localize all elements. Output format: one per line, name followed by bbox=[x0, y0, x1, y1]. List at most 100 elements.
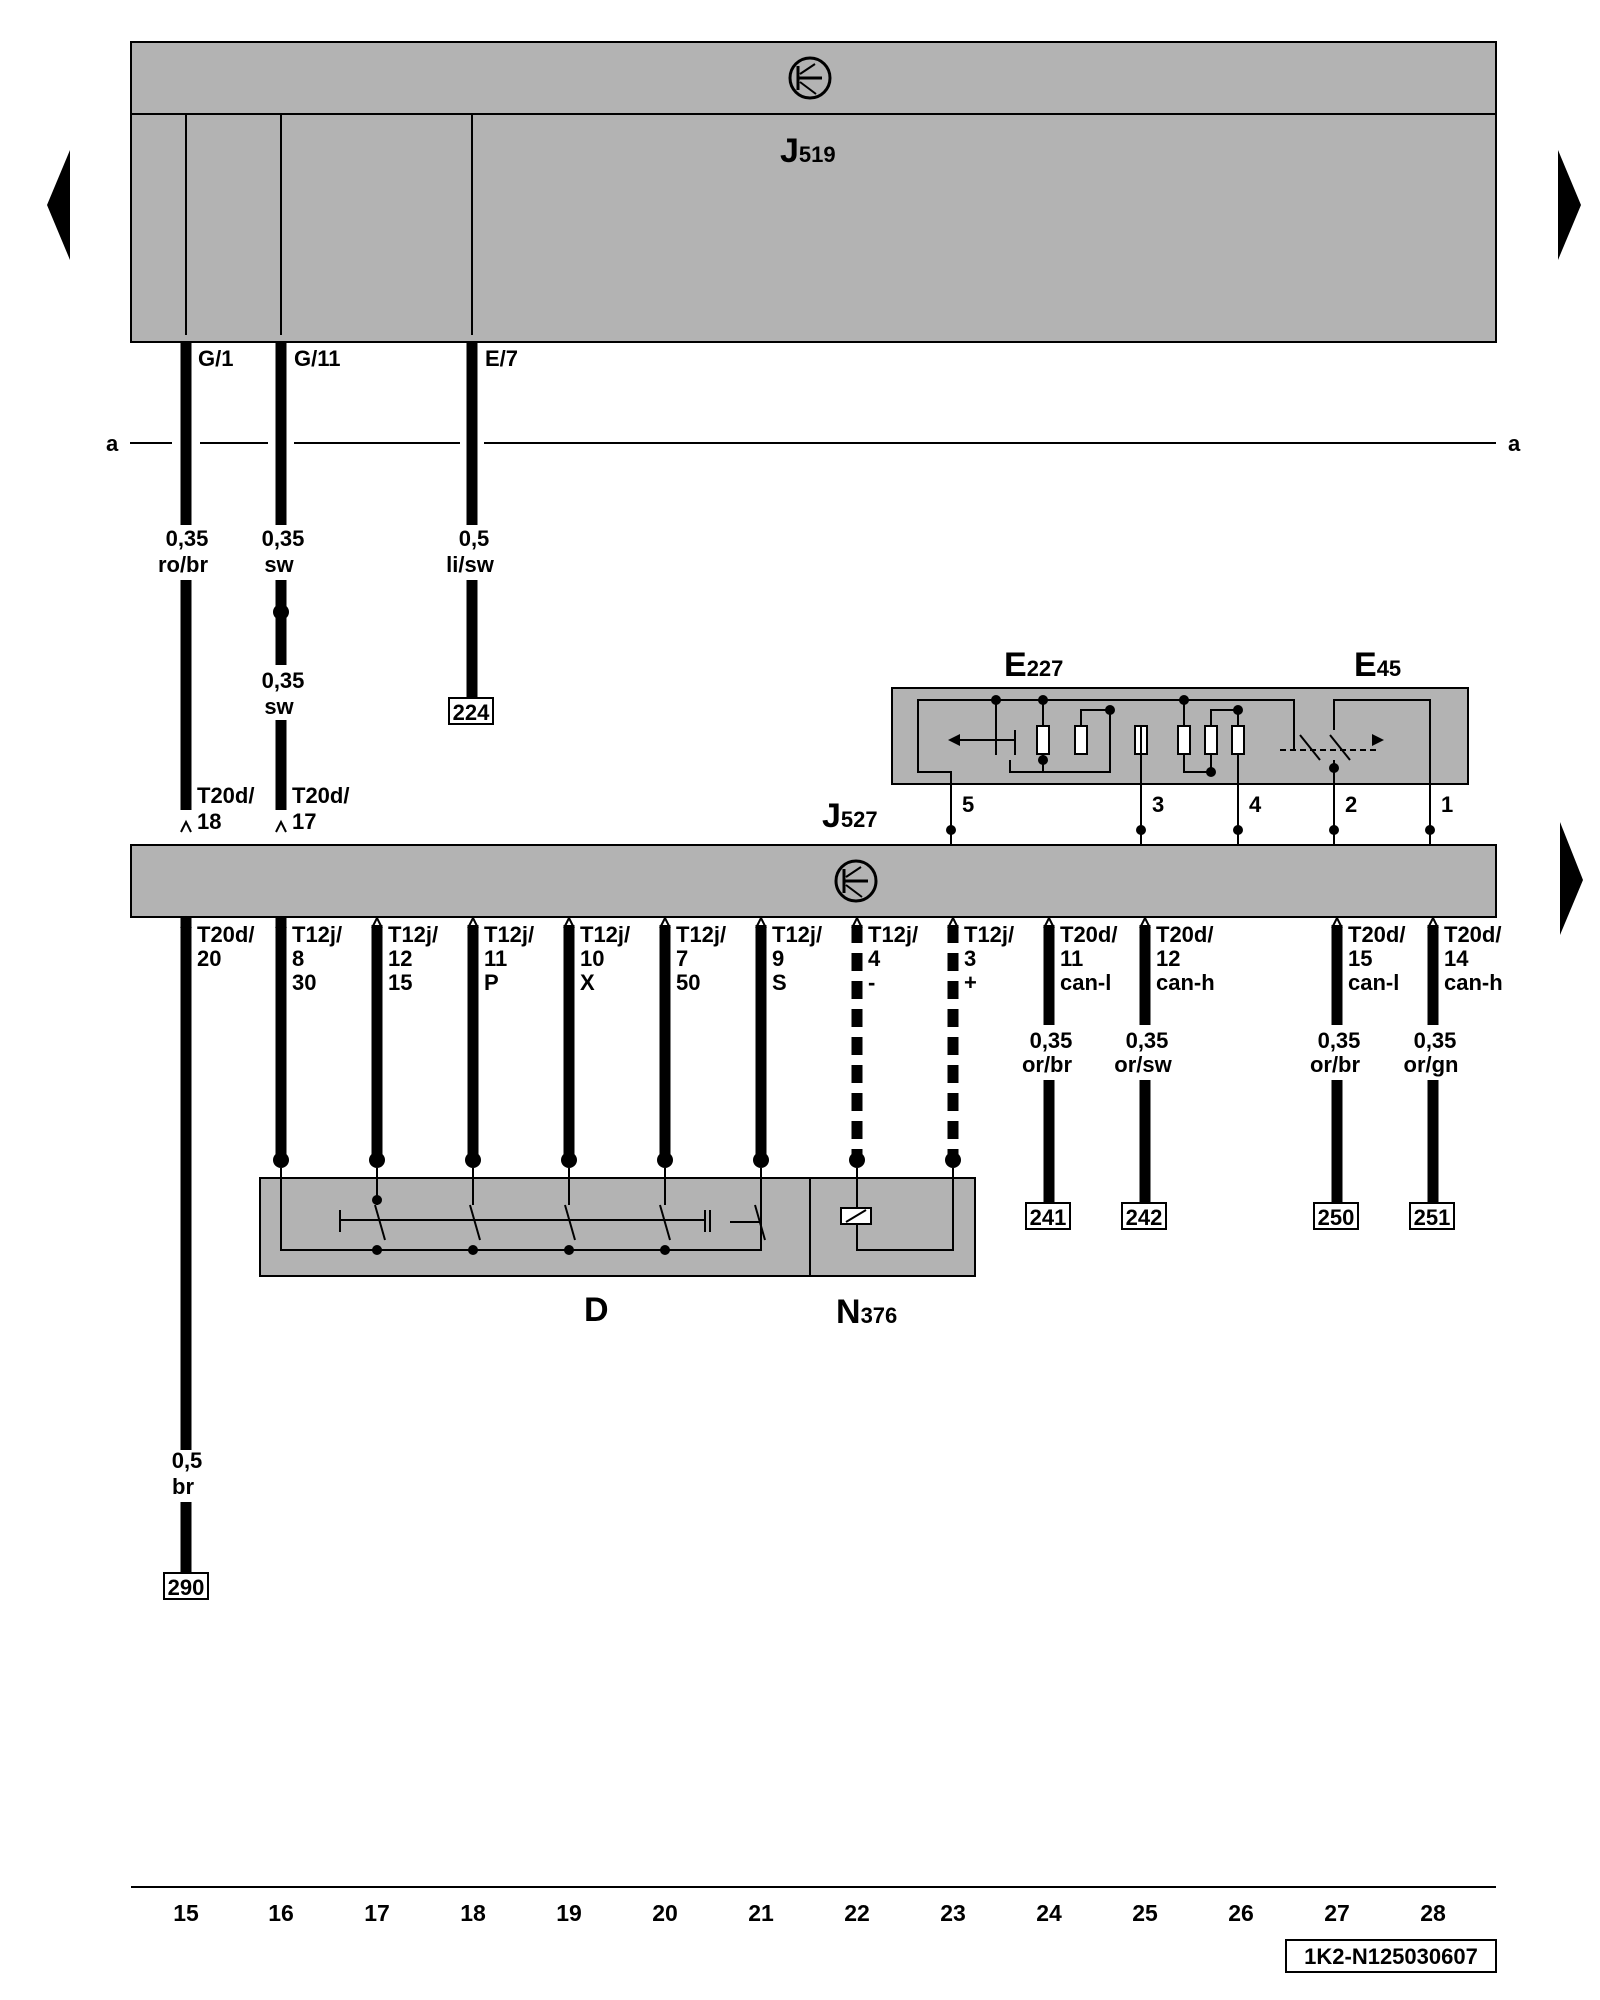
column-number: 16 bbox=[268, 1900, 294, 1926]
solenoid-n376 bbox=[840, 1168, 954, 1251]
connector-signal: 50 bbox=[676, 970, 700, 995]
connector-marks-top bbox=[180, 819, 287, 833]
connector-signal: P bbox=[484, 970, 499, 995]
pin-number: 2 bbox=[1345, 792, 1357, 817]
connector-label: T12j/ bbox=[868, 922, 918, 947]
connector-signal: X bbox=[580, 970, 595, 995]
document-id: 1K2-N125030607 bbox=[1304, 1944, 1478, 1969]
wire-color: ro/br bbox=[158, 552, 209, 577]
connector-pin: 14 bbox=[1444, 946, 1469, 971]
wire-gauge: 0,5 bbox=[459, 526, 490, 551]
wire-gauge: 0,35 bbox=[166, 526, 209, 551]
column-number: 28 bbox=[1420, 1900, 1446, 1926]
connector-signal: can-l bbox=[1060, 970, 1111, 995]
wire-color: sw bbox=[264, 552, 294, 577]
wire-color: or/sw bbox=[1114, 1052, 1172, 1077]
ignition-switch-d bbox=[259, 1168, 976, 1277]
e227-pin-leads bbox=[946, 790, 1435, 845]
reference-box-250[interactable]: 250 bbox=[1313, 1202, 1359, 1230]
connector-mark bbox=[371, 915, 383, 929]
connector-mark bbox=[851, 915, 863, 929]
connector-mark bbox=[1427, 915, 1439, 929]
connector-label: T12j/ bbox=[772, 922, 822, 947]
connector-signal: can-h bbox=[1444, 970, 1503, 995]
connector-mark bbox=[1043, 915, 1055, 929]
connector-pin: 10 bbox=[580, 946, 604, 971]
connector-mark bbox=[467, 915, 479, 929]
e45-label: E45 bbox=[1354, 646, 1401, 684]
connector-pin: 15 bbox=[1348, 946, 1372, 971]
svg-text:250: 250 bbox=[1318, 1205, 1355, 1230]
wire-color: sw bbox=[264, 694, 294, 719]
can-wires bbox=[1043, 925, 1439, 1203]
j527-label: J527 bbox=[822, 797, 878, 835]
connector-label: T12j/ bbox=[964, 922, 1014, 947]
connector-label: T20d/ bbox=[197, 783, 254, 808]
column-number: 21 bbox=[748, 1900, 774, 1926]
nav-left-arrow[interactable] bbox=[47, 150, 70, 260]
wire-gauge: 0,35 bbox=[262, 526, 305, 551]
connector-pin: 11 bbox=[484, 946, 507, 971]
connector-label: T12j/ bbox=[388, 922, 438, 947]
connector-pin: 3 bbox=[964, 946, 976, 971]
connector-pin: 12 bbox=[388, 946, 412, 971]
connector-mark bbox=[659, 915, 671, 929]
column-number: 24 bbox=[1036, 1900, 1062, 1926]
connector-marks-bottom bbox=[180, 915, 1439, 929]
svg-text:241: 241 bbox=[1030, 1205, 1067, 1230]
connector-label: T20d/ bbox=[292, 783, 349, 808]
connector-label: T20d/ bbox=[1348, 922, 1405, 947]
document-id-box: 1K2-N125030607 bbox=[1285, 1939, 1497, 1973]
connector-pin: 18 bbox=[197, 809, 221, 834]
n376-label: N376 bbox=[836, 1293, 897, 1331]
connector-mark bbox=[755, 915, 767, 929]
column-number: 25 bbox=[1132, 1900, 1158, 1926]
column-number: 23 bbox=[940, 1900, 966, 1926]
connector-pin: 4 bbox=[868, 946, 881, 971]
e227-label: E227 bbox=[1004, 646, 1063, 684]
reference-box-224[interactable]: 224 bbox=[448, 697, 494, 725]
wire-color: or/br bbox=[1022, 1052, 1073, 1077]
j519-control-unit: J519 bbox=[130, 41, 1497, 343]
reference-box-241[interactable]: 241 bbox=[1025, 1202, 1071, 1230]
reference-box-242[interactable]: 242 bbox=[1121, 1202, 1167, 1230]
column-number: 22 bbox=[844, 1900, 870, 1926]
connector-pin: 8 bbox=[292, 946, 304, 971]
connector-mark bbox=[180, 915, 192, 929]
wire-gauge: 0,35 bbox=[1126, 1028, 1169, 1053]
connector-signal: + bbox=[964, 970, 977, 995]
pin-number: 4 bbox=[1249, 792, 1262, 817]
connector-signal: can-l bbox=[1348, 970, 1399, 995]
wire-gauge: 0,35 bbox=[1318, 1028, 1361, 1053]
connector-signal: S bbox=[772, 970, 787, 995]
connector-signal: can-h bbox=[1156, 970, 1215, 995]
column-numbers: 15 16 17 18 19 20 21 22 23 24 25 26 27 2… bbox=[173, 1900, 1446, 1926]
reference-box-290[interactable]: 290 bbox=[163, 1572, 209, 1600]
bus-line-a: a a bbox=[106, 431, 1521, 456]
nav-right-arrow-top[interactable] bbox=[1558, 150, 1581, 260]
bus-label-left: a bbox=[106, 431, 119, 456]
svg-text:251: 251 bbox=[1414, 1205, 1451, 1230]
connector-pin: 7 bbox=[676, 946, 688, 971]
connector-pin: 11 bbox=[1060, 946, 1083, 971]
nav-right-arrow-mid[interactable] bbox=[1560, 822, 1583, 935]
reference-box-251[interactable]: 251 bbox=[1409, 1202, 1455, 1230]
wire-color: br bbox=[172, 1474, 194, 1499]
connector-mark bbox=[1139, 915, 1151, 929]
wire-gauge: 0,35 bbox=[1414, 1028, 1457, 1053]
pin-number: 3 bbox=[1152, 792, 1164, 817]
column-number: 27 bbox=[1324, 1900, 1350, 1926]
connector-mark bbox=[275, 915, 287, 929]
column-number: 15 bbox=[173, 1900, 199, 1926]
connector-mark bbox=[1331, 915, 1343, 929]
transistor-icon bbox=[834, 859, 878, 903]
connector-label: T12j/ bbox=[292, 922, 342, 947]
connector-label: T12j/ bbox=[676, 922, 726, 947]
column-number: 17 bbox=[364, 1900, 390, 1926]
svg-text:224: 224 bbox=[453, 700, 490, 725]
j519-label: J519 bbox=[780, 132, 836, 170]
column-number: 20 bbox=[652, 1900, 678, 1926]
wire-color: or/gn bbox=[1404, 1052, 1459, 1077]
pin-number: 5 bbox=[962, 792, 974, 817]
